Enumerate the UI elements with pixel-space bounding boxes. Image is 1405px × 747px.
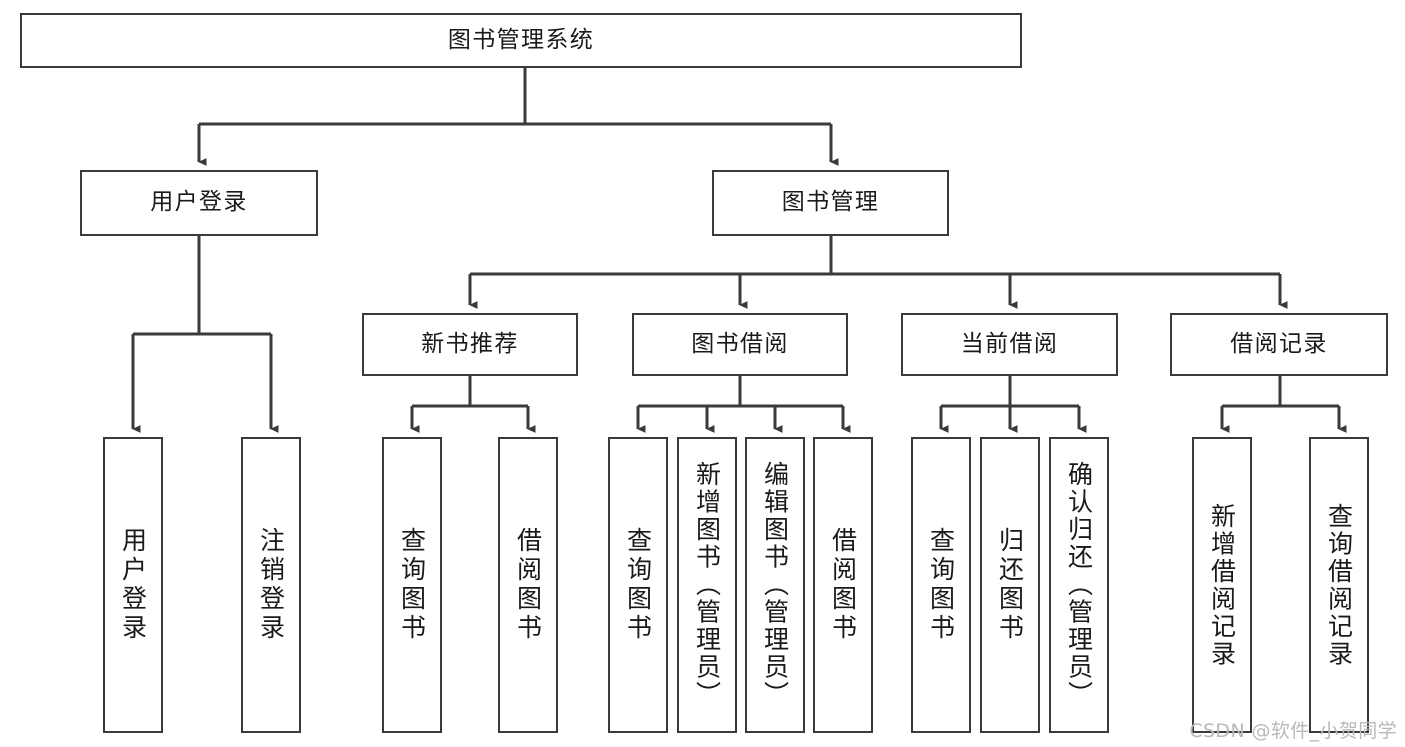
node-user-login-label: 用户登录 (150, 189, 248, 216)
node-leaf-add-record[interactable]: 新增借阅记录 (1192, 437, 1252, 733)
node-book-management-label: 图书管理 (781, 189, 880, 216)
node-new-book-recommend-label: 新书推荐 (421, 330, 519, 357)
node-book-borrow-label: 图书借阅 (691, 330, 789, 357)
node-book-management[interactable]: 图书管理 (712, 170, 949, 236)
node-leaf-add-book[interactable]: 新增图书（管理员） (677, 437, 737, 733)
node-leaf-add-record-label: 新增借阅记录 (1207, 502, 1237, 668)
node-leaf-user-login[interactable]: 用户登录 (103, 437, 163, 733)
node-leaf-query-book-1-label: 查询图书 (397, 527, 427, 643)
node-leaf-borrow-book-2[interactable]: 借阅图书 (813, 437, 873, 733)
node-leaf-edit-book-label: 编辑图书（管理员） (760, 461, 790, 709)
node-leaf-query-book-3-label: 查询图书 (926, 527, 956, 643)
node-current-borrow-label: 当前借阅 (960, 330, 1059, 357)
node-leaf-logout-login[interactable]: 注销登录 (241, 437, 301, 733)
node-leaf-borrow-book-1-label: 借阅图书 (513, 527, 543, 643)
node-leaf-query-record[interactable]: 查询借阅记录 (1309, 437, 1369, 733)
node-new-book-recommend[interactable]: 新书推荐 (362, 313, 578, 376)
node-leaf-query-record-label: 查询借阅记录 (1324, 502, 1354, 668)
node-root-label: 图书管理系统 (447, 26, 595, 53)
node-leaf-borrow-book-2-label: 借阅图书 (828, 527, 858, 643)
node-leaf-user-login-label: 用户登录 (118, 527, 148, 643)
node-borrow-record-label: 借阅记录 (1230, 330, 1328, 357)
node-leaf-edit-book[interactable]: 编辑图书（管理员） (745, 437, 805, 733)
node-leaf-query-book-2-label: 查询图书 (623, 527, 653, 643)
node-leaf-borrow-book-1[interactable]: 借阅图书 (498, 437, 558, 733)
node-leaf-confirm-return[interactable]: 确认归还（管理员） (1049, 437, 1109, 733)
node-root[interactable]: 图书管理系统 (20, 13, 1022, 68)
node-leaf-confirm-return-label: 确认归还（管理员） (1064, 461, 1094, 709)
node-leaf-query-book-2[interactable]: 查询图书 (608, 437, 668, 733)
node-book-borrow[interactable]: 图书借阅 (632, 313, 848, 376)
node-leaf-return-book-label: 归还图书 (995, 527, 1025, 643)
node-user-login[interactable]: 用户登录 (80, 170, 318, 236)
node-current-borrow[interactable]: 当前借阅 (901, 313, 1118, 376)
node-leaf-logout-login-label: 注销登录 (256, 527, 286, 643)
node-leaf-return-book[interactable]: 归还图书 (980, 437, 1040, 733)
node-leaf-query-book-3[interactable]: 查询图书 (911, 437, 971, 733)
node-leaf-query-book-1[interactable]: 查询图书 (382, 437, 442, 733)
node-leaf-add-book-label: 新增图书（管理员） (692, 461, 722, 709)
node-borrow-record[interactable]: 借阅记录 (1170, 313, 1388, 376)
